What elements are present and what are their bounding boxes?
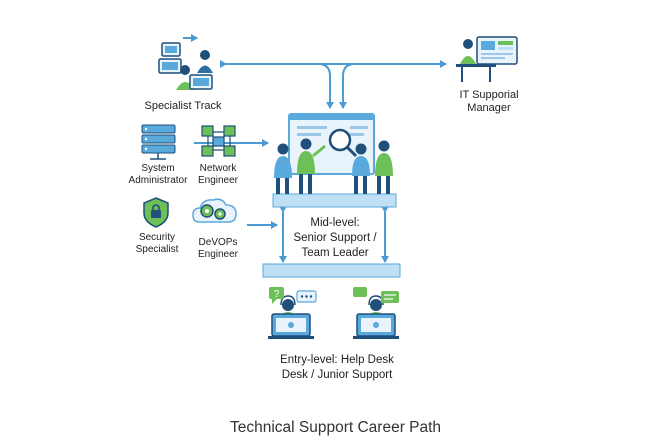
entry-level-line-1: Entry-level: Help Desk [280, 354, 394, 366]
chat-bubble-icon [353, 287, 399, 303]
cloud-gears-icon [192, 198, 237, 223]
team-whiteboard-icon [274, 113, 393, 194]
sysadmin-label-line-2: Administrator [128, 175, 188, 186]
mid-level-platform [272, 193, 397, 208]
security-shield-icon [143, 197, 169, 228]
devops-engineer-label: DeVOPs Engineer [185, 237, 251, 261]
security-label-line-2: Specialist [135, 244, 179, 255]
network-engineer-label: Network Engineer [188, 163, 248, 187]
help-desk-agent-icon [353, 295, 399, 339]
entry-level-line-2: Desk / Junior Support [281, 369, 393, 381]
devops-label-line-1: DeVOPs [198, 237, 238, 248]
mid-level-line-2: Senior Support / [293, 232, 377, 244]
chat-bubble-icon [296, 290, 317, 303]
help-desk-agent-icon [268, 295, 314, 339]
flow-arrows [194, 60, 447, 263]
mid-level-label: Mid-level: Senior Support / Team Leader [283, 216, 387, 261]
manager-label-line-2: Manager [467, 102, 511, 114]
sysadmin-label: System Administrator [118, 163, 198, 187]
specialist-computers-icon [158, 34, 213, 90]
specialist-track-label: Specialist Track [144, 100, 222, 112]
network-topology-icon [201, 125, 236, 157]
diagram-title: Technical Support Career Path [229, 419, 442, 436]
mid-level-line-1: Mid-level: [310, 217, 360, 229]
security-specialist-label: Security Specialist [122, 232, 192, 256]
manager-label: IT Supporial Manager [450, 89, 528, 115]
arrow-manager-to-mid [339, 63, 446, 109]
sysadmin-label-line-1: System [141, 163, 175, 174]
server-stack-icon [141, 124, 176, 160]
question-bubble-icon: ? [269, 287, 284, 304]
network-label-line-1: Network [199, 163, 237, 174]
arrow-specialist-to-mid [226, 63, 334, 109]
entry-level-platform [262, 263, 401, 278]
manager-label-line-1: IT Supporial [459, 89, 519, 101]
network-label-line-2: Engineer [197, 175, 239, 186]
question-mark: ? [274, 289, 280, 300]
devops-label-line-2: Engineer [197, 249, 239, 260]
security-label-line-1: Security [138, 232, 176, 243]
manager-desk-icon [456, 36, 518, 82]
entry-level-label: Entry-level: Help Desk Desk / Junior Sup… [262, 353, 412, 383]
mid-level-line-3: Team Leader [301, 247, 369, 259]
